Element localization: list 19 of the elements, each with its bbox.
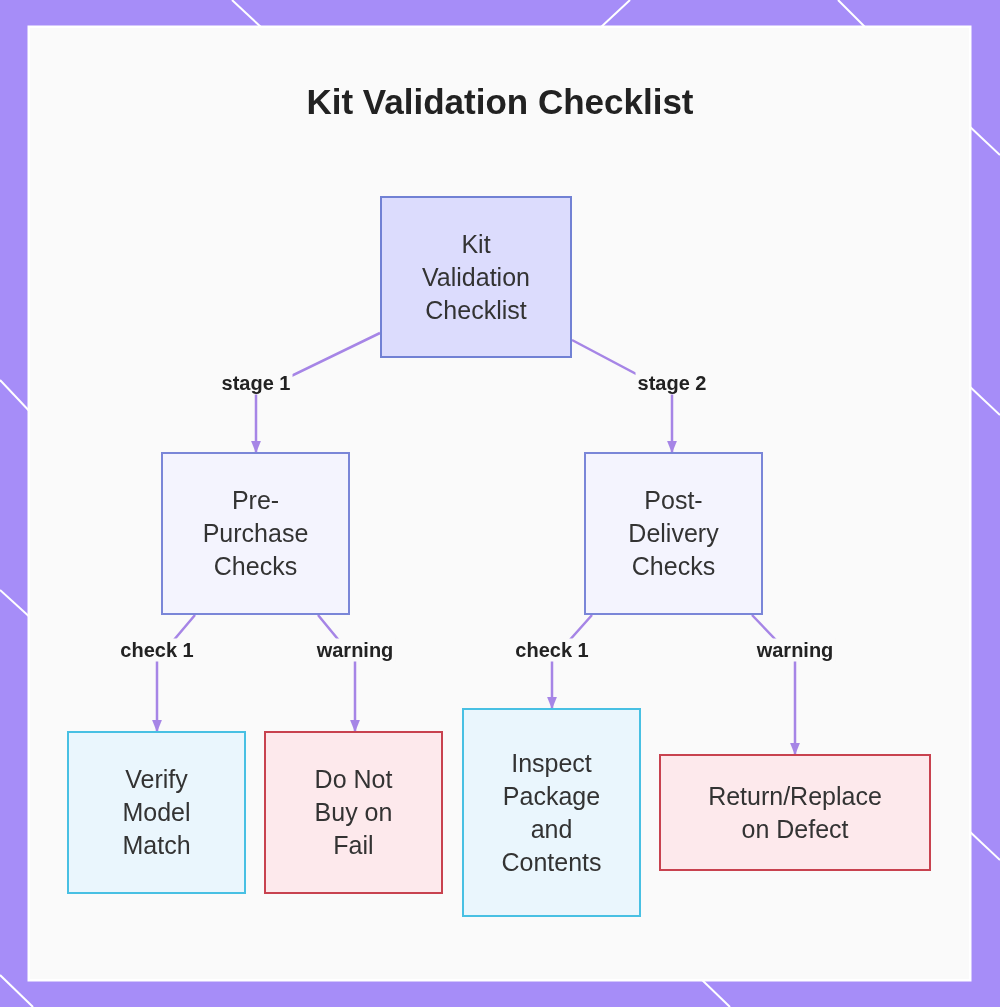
- root-box: [380, 196, 572, 358]
- diagram-title: Kit Validation Checklist: [306, 82, 694, 122]
- check-box: [462, 708, 641, 917]
- warning-box: [264, 731, 443, 894]
- node-label: Kit Validation Checklist: [421, 228, 531, 326]
- check-box: [67, 731, 246, 894]
- node-label: Post-Delivery Checks: [627, 485, 720, 582]
- node-label: Verify Model Match: [121, 764, 192, 861]
- node-label: Return/Replace on Defect: [707, 780, 883, 845]
- edge-label: check 1: [118, 638, 196, 662]
- edge-label: check 1: [513, 638, 591, 662]
- edge-label: stage 1: [219, 371, 293, 395]
- node-label: Inspect Package and Contents: [500, 747, 603, 878]
- stage-box: [161, 452, 350, 615]
- node-label: Do Not Buy on Fail: [313, 764, 394, 861]
- node-label: Pre-Purchase Checks: [201, 485, 310, 582]
- warning-box: [659, 754, 931, 871]
- edge-label: stage 2: [635, 371, 709, 395]
- stage-box: [584, 452, 763, 615]
